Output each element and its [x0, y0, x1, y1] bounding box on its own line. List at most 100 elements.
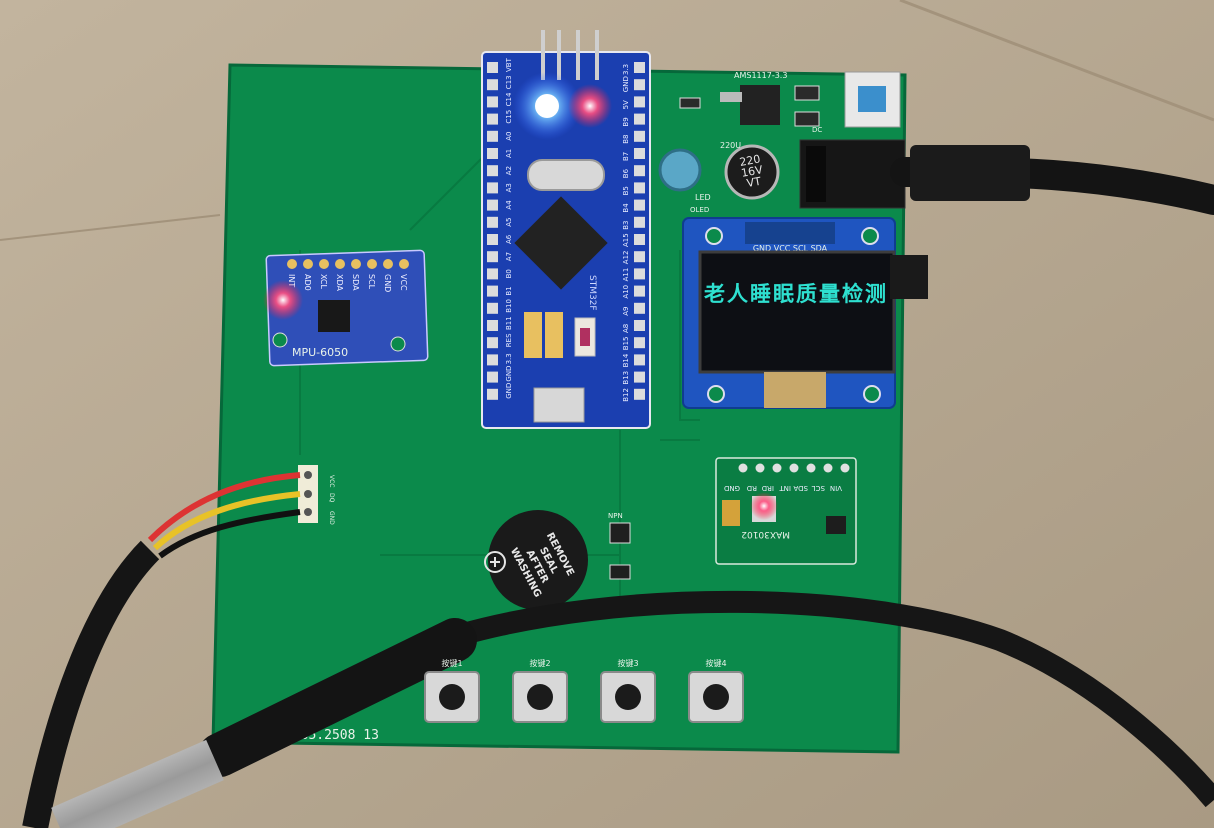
stm32-pin-label: C13 — [505, 75, 513, 89]
boot-jumper — [545, 312, 563, 358]
wire-yellow — [152, 491, 301, 551]
dc-label: DC — [812, 126, 822, 134]
power-led — [535, 94, 559, 118]
sensor-cable-left — [22, 540, 160, 828]
stm32-pin — [487, 268, 498, 280]
stm32-pin-label: B9 — [622, 117, 630, 126]
stm32-pin — [487, 199, 498, 211]
stm32-pin-label: A9 — [622, 307, 630, 316]
max30102-pin — [755, 463, 765, 473]
stm32-pin-label: GND — [622, 76, 630, 92]
mpu6050-pin-label: XDA — [335, 274, 344, 292]
tactile-button-2[interactable]: 按键2 — [512, 658, 568, 723]
stm32-pin — [634, 165, 645, 177]
ldo-label: AMS1117-3.3 — [734, 71, 787, 80]
max30102-pin-label: INT — [779, 484, 791, 492]
max30102-pin — [840, 463, 850, 473]
stm32-pin-label: B0 — [505, 269, 513, 278]
probe-sleeve — [198, 618, 477, 777]
ams1117-regulator — [740, 85, 780, 125]
stm32-pin-label: A15 — [622, 233, 630, 247]
stm32-pin — [487, 234, 498, 245]
oled-ribbon — [764, 372, 826, 408]
stm32-pin-label: C15 — [505, 110, 513, 124]
button-label: 按键3 — [617, 658, 638, 668]
stm32-pin-label: A8 — [622, 324, 630, 333]
stm32-pin — [634, 182, 645, 194]
tactile-button-3[interactable]: 按键3 — [600, 658, 656, 723]
stm32-pin-label: B15 — [622, 336, 630, 350]
probe-cable — [457, 590, 1214, 808]
button-cap[interactable] — [703, 684, 729, 710]
mpu6050-pin — [303, 259, 313, 269]
stm32-pin — [487, 371, 498, 383]
button-label: 按键2 — [529, 658, 550, 668]
button-cap[interactable] — [527, 684, 553, 710]
stm32-pin — [487, 113, 498, 125]
mpu6050-pin — [351, 259, 361, 269]
mpu6050-led-glow — [263, 280, 303, 320]
led-label: LED — [695, 193, 711, 202]
capacitor-label: 16V — [740, 163, 764, 180]
mpu6050-pin — [335, 259, 345, 269]
max30102-regulator — [826, 516, 846, 534]
button-cap[interactable] — [615, 684, 641, 710]
stm32-chip-label: STM32F — [587, 275, 597, 311]
cardboard-crease — [0, 214, 221, 241]
stm32-pin — [634, 354, 645, 366]
capacitor-label: 220 — [739, 152, 762, 168]
stm32-pin — [634, 79, 645, 91]
stm32-pin-label: B12 — [622, 388, 630, 402]
stm32-pin — [487, 337, 498, 349]
stm32-pin — [634, 285, 645, 297]
indicator-led — [658, 148, 702, 192]
stm32-pin-label: A10 — [622, 285, 630, 299]
mpu6050-pin-label: SDA — [351, 274, 360, 291]
mpu6050-pin-label: GND — [383, 274, 392, 292]
max30102-pin-label: GND — [724, 484, 740, 492]
tactile-button-1[interactable]: 按键1 — [424, 658, 480, 723]
oled-flex-tab — [890, 255, 928, 299]
wire-black — [158, 509, 301, 559]
stm32-pin-label: B10 — [505, 299, 513, 313]
mpu6050-pin-label: SCL — [367, 274, 376, 290]
micro-usb-port — [533, 387, 585, 423]
oled-screen — [698, 250, 896, 374]
dc-plug — [910, 145, 1030, 201]
stm32-pin — [634, 199, 645, 211]
capacitor-text: 22016VVT — [738, 152, 766, 190]
mpu6050-pin-label: AD0 — [303, 274, 312, 291]
wire-red — [147, 472, 301, 543]
stm32-pin-label: A3 — [505, 183, 513, 192]
max30102-pin — [772, 463, 782, 473]
stm32-pin-label: B4 — [622, 203, 630, 213]
button-cap[interactable] — [439, 684, 465, 710]
stm32-pin-label: 3.3 — [505, 353, 513, 364]
stm32-pin — [634, 268, 645, 280]
stm32-pin — [487, 354, 498, 366]
stm32-pin-label: A2 — [505, 166, 513, 175]
mpu6050-pin — [287, 259, 297, 269]
stm32-pin — [634, 251, 645, 263]
max30102-led-glow — [750, 492, 778, 520]
stm32-pin — [634, 113, 645, 125]
stm32-pin-label: A11 — [622, 268, 630, 282]
sensor-header-pin-label: VCC — [328, 475, 335, 487]
stm32-pin-label: A7 — [505, 252, 513, 261]
stm32-pin — [487, 62, 498, 73]
stm32-pin — [487, 251, 498, 263]
button-label: 按键1 — [441, 658, 462, 668]
mpu6050-pin-label: INT — [287, 274, 296, 287]
stm32-pin-label: A12 — [622, 250, 630, 264]
stm32-pin — [487, 216, 498, 228]
stm32-pin-label: B8 — [622, 135, 630, 144]
mpu6050-pin — [399, 259, 409, 269]
tactile-button-4[interactable]: 按键4 — [688, 658, 744, 723]
max30102-capacitor — [722, 500, 740, 526]
mpu6050-pin — [383, 259, 393, 269]
stm32-pin-label: 3.3 — [622, 64, 630, 75]
